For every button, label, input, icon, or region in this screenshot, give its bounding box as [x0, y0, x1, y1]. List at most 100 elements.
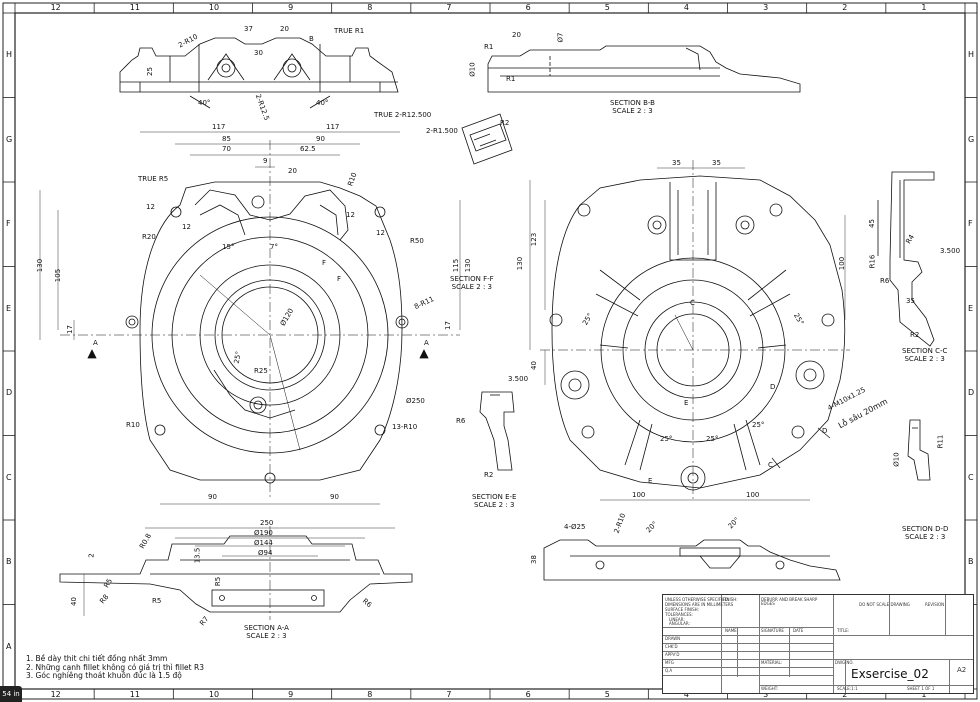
- tb-date: DATE: [793, 628, 804, 633]
- drawing-notes: 1. Bề dày thit chi tiết đồng nhất 3mm 2.…: [26, 654, 204, 681]
- zone-label: 10: [208, 690, 220, 699]
- dim: 35: [672, 159, 681, 167]
- dim: 38: [529, 555, 538, 564]
- dim: Ø7: [556, 32, 565, 43]
- zone-label: 7: [446, 690, 452, 699]
- top-view: [119, 37, 399, 109]
- dim: 115: [452, 258, 461, 273]
- front-view-dimensions: [39, 131, 461, 505]
- front-view: [60, 140, 460, 500]
- section-aa: [59, 526, 413, 620]
- zone-label: D: [968, 388, 975, 398]
- tb-sheet: SHEET 1 OF 1: [907, 686, 935, 691]
- zone-label: B: [6, 557, 12, 567]
- section-marker: A: [93, 339, 98, 347]
- section-marker: C: [690, 299, 695, 307]
- dim: 25: [145, 67, 154, 76]
- dim: R25: [254, 367, 268, 375]
- zone-label: 4: [683, 3, 689, 12]
- dim: 40°: [198, 99, 211, 107]
- dim: 90: [316, 135, 325, 143]
- tb-mfg: MFG: [665, 660, 674, 665]
- dim: 13-R10: [392, 423, 418, 431]
- zone-label: 1: [921, 3, 927, 12]
- note: 2. Những cạnh fillet không có giá trị th…: [26, 662, 204, 672]
- zone-label: C: [968, 472, 974, 482]
- tb-appvd: APPV'D: [665, 652, 680, 657]
- dim: 30: [254, 49, 263, 57]
- dim: 130: [36, 258, 45, 273]
- title-block: UNLESS OTHERWISE SPECIFIED: DIMENSIONS A…: [662, 594, 974, 694]
- note: 3. Góc nghiêng thoát khuôn đúc là 1.5 độ: [26, 671, 182, 681]
- zone-label: 5: [604, 3, 610, 12]
- section-marker: F: [337, 275, 342, 283]
- zone-label: 6: [525, 3, 531, 12]
- tb-dims: DIMENSIONS ARE IN MILLIMETERS: [665, 602, 734, 607]
- dim: R1: [506, 75, 516, 83]
- zone-label: 8: [367, 3, 373, 12]
- zone-label: H: [6, 50, 13, 60]
- zone-label: 12: [50, 690, 61, 699]
- tb-chkd: CHK'D: [665, 644, 678, 649]
- section-aa-dimensions: [83, 527, 395, 616]
- zone-label: C: [6, 472, 12, 482]
- tb-material: MATERIAL:: [761, 660, 783, 665]
- dim: 117: [326, 123, 340, 131]
- tb-dwg-no: DWG NO.: [835, 660, 854, 665]
- dim: 3.500: [940, 247, 961, 255]
- dim: 12: [182, 223, 191, 231]
- zone-label: D: [6, 388, 13, 398]
- dim: Ø10: [892, 452, 901, 467]
- dim: 12: [346, 211, 355, 219]
- tb-tolerances: TOLERANCES:: [665, 612, 693, 617]
- section-bb: [487, 45, 801, 93]
- dim: 25°: [706, 435, 719, 443]
- section-cc: [877, 171, 935, 347]
- zone-label: 4: [683, 690, 689, 699]
- section-ee: [479, 391, 515, 471]
- zone-label: 6: [525, 690, 531, 699]
- zone-label: E: [968, 303, 974, 313]
- rear-view-dimensions: [529, 167, 846, 501]
- section-marker: F: [322, 259, 327, 267]
- dim: 9: [263, 157, 268, 165]
- dim: 123: [530, 232, 539, 247]
- zone-label: 2: [842, 3, 848, 12]
- tb-surface: SURFACE FINISH:: [665, 607, 699, 612]
- dim: 70: [222, 145, 231, 153]
- zone-label: 3: [763, 690, 769, 699]
- detail-view: [461, 113, 513, 165]
- tb-name: NAME: [725, 628, 737, 633]
- dim: R2: [500, 119, 510, 127]
- dim: 17: [65, 325, 74, 334]
- dim: 25°: [660, 435, 673, 443]
- dim: R5: [152, 597, 162, 605]
- zone-label: 11: [129, 690, 140, 699]
- section-dd: [907, 419, 931, 481]
- section-marker: A: [424, 339, 429, 347]
- tb-size: A2: [957, 666, 967, 674]
- zone-label: H: [968, 50, 975, 60]
- dim: 35: [712, 159, 721, 167]
- section-marker: C: [768, 461, 773, 469]
- section-marker: D: [770, 383, 776, 391]
- zone-label: 5: [604, 690, 610, 699]
- dim: 13.5: [193, 547, 202, 564]
- zone-label: 9: [288, 690, 294, 699]
- zoom-badge: 54 in: [0, 686, 22, 702]
- dim: 100: [632, 491, 646, 499]
- dim: R1: [484, 43, 494, 51]
- dim: 20: [288, 167, 297, 175]
- dim: 45: [867, 219, 876, 228]
- tb-no-scale: DO NOT SCALE DRAWING: [859, 602, 910, 607]
- dim: 3.500: [508, 375, 529, 383]
- dim: 40: [69, 597, 78, 606]
- dim: R6: [456, 417, 466, 425]
- tb-signature: SIGNATURE: [761, 628, 784, 633]
- dim: 90: [330, 493, 339, 501]
- section-marker: B: [309, 35, 314, 43]
